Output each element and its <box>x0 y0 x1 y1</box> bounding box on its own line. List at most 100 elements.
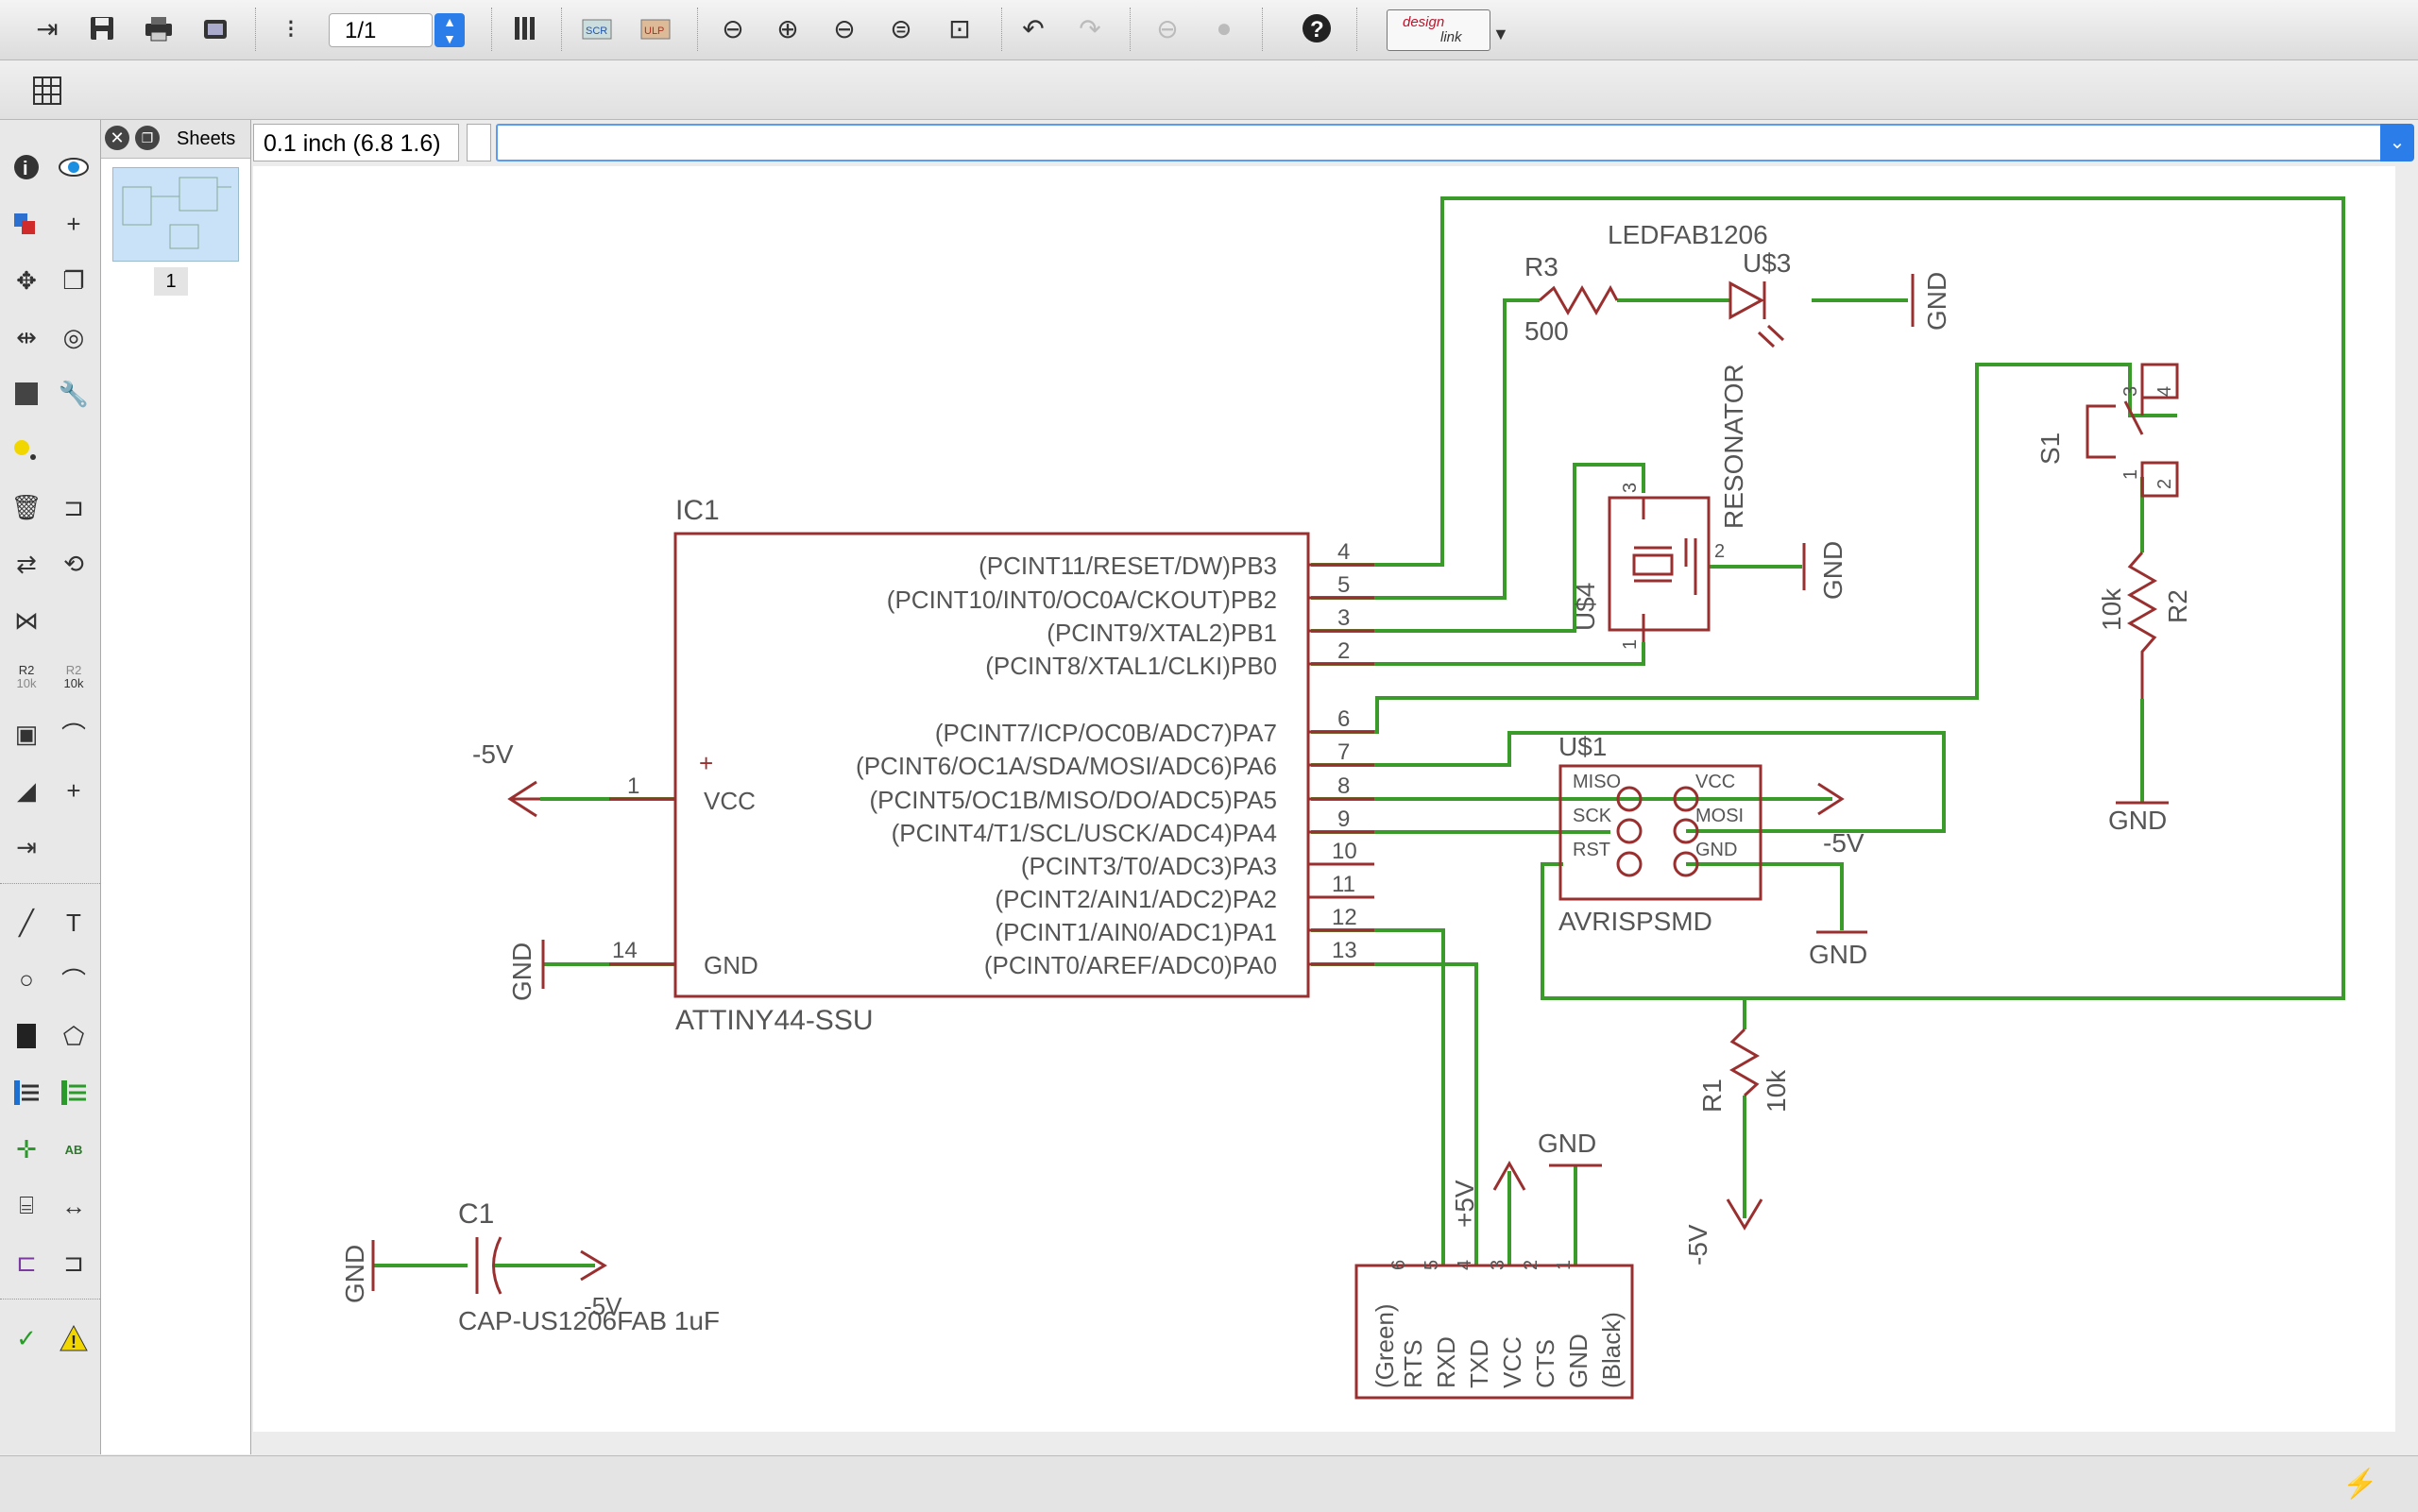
ftdi-pin5: 5 <box>1422 1260 1442 1270</box>
rotate-icon[interactable]: ◎ <box>62 322 85 351</box>
sheet-stepper[interactable]: ▲▼ <box>434 13 465 47</box>
miter-icon[interactable]: ⌒ <box>60 721 86 750</box>
avr-gnd-label: GND <box>1809 940 1867 969</box>
mark-icon[interactable]: + <box>66 209 81 238</box>
attribute-icon[interactable]: ⌸ <box>19 1191 34 1219</box>
design-link-text-2: link <box>1440 29 1462 45</box>
net-pa1-ftdi <box>1311 928 1445 1266</box>
save-icon[interactable] <box>83 9 121 47</box>
script-icon[interactable]: SCR <box>580 9 618 47</box>
move-icon[interactable]: ✥ <box>16 265 37 295</box>
net-icon[interactable] <box>55 1074 93 1112</box>
ic1-pin-labels: (PCINT11/RESET/DW)PB3 (PCINT10/INT0/OC0A… <box>856 552 1277 979</box>
label-icon[interactable]: AB <box>64 1142 83 1157</box>
pin-num-14: 14 <box>612 938 638 963</box>
float-icon[interactable]: ❐ <box>135 126 160 150</box>
sheet-number: 1 <box>154 267 188 296</box>
grid-coordinate-readout: 0.1 inch (6.8 1.6) <box>253 124 459 161</box>
info-icon[interactable]: i <box>8 148 45 186</box>
ic1-pin-numbers: 4 5 3 2 6 7 8 9 10 11 12 13 1 14 <box>612 539 1357 963</box>
display-icon[interactable] <box>8 205 45 243</box>
scr-text: SCR <box>586 25 607 37</box>
optimize-icon[interactable]: ⇥ <box>16 832 37 861</box>
net-pa7-s1 <box>1311 363 2177 734</box>
ic1-pin-stubs <box>609 563 1374 966</box>
paste-icon[interactable] <box>8 432 45 469</box>
value-tool-value: 10k <box>63 676 84 690</box>
gateswap-icon[interactable]: ⋈ <box>14 605 39 635</box>
line-icon[interactable]: ╱ <box>19 908 34 937</box>
change-icon[interactable]: 🔧 <box>58 379 90 408</box>
pin-num-6: 6 <box>1337 706 1350 732</box>
bom-icon[interactable] <box>506 9 544 47</box>
resonator-name: U$4 <box>1571 583 1600 631</box>
zoom-redraw-icon[interactable]: ⊜ <box>890 13 912 43</box>
net-pa6-mosi <box>1311 731 1946 833</box>
res-pin1: 1 <box>1620 639 1641 650</box>
show-icon[interactable] <box>55 148 93 186</box>
avr-pin-mosi: MOSI <box>1695 806 1744 826</box>
command-history-dropdown[interactable]: ⌄ <box>2380 124 2414 161</box>
grid-icon[interactable] <box>28 72 66 110</box>
schematic-canvas[interactable]: IC1 ATTINY44-SSU (PCINT11/RESET/DW)PB3 (… <box>253 166 2395 1432</box>
split-icon[interactable]: ◢ <box>17 775 36 805</box>
cam-processor-icon[interactable] <box>196 9 234 47</box>
sheet-selector[interactable]: 1/1 <box>329 13 433 47</box>
arc-icon[interactable]: ⌒ <box>60 966 86 995</box>
errors-icon[interactable]: ! <box>55 1319 93 1357</box>
resonator-body <box>1608 496 1711 632</box>
zoom-in-icon[interactable]: ⊕ <box>776 13 799 43</box>
avr-value: AVRISPSMD <box>1558 907 1712 936</box>
pinswap-icon[interactable]: ⇄ <box>16 549 37 578</box>
pin-num-12: 12 <box>1332 905 1357 930</box>
c1-gnd-label: GND <box>340 1245 369 1303</box>
led-triangle <box>1728 280 1765 320</box>
open-file-icon[interactable]: ⇥ <box>36 13 59 43</box>
zoom-out-icon[interactable]: ⊖ <box>833 13 856 43</box>
layer-icon[interactable]: ⁝ <box>286 13 296 43</box>
ftdi-gnd-label: GND <box>1538 1129 1596 1158</box>
net-pb1-res3 <box>1311 463 1645 633</box>
undo-icon[interactable]: ↶ <box>1022 13 1045 43</box>
s1-pin1: 1 <box>2120 469 2141 480</box>
circle-icon[interactable]: ○ <box>19 964 34 994</box>
frame-icon[interactable]: ⊏ <box>16 1248 37 1277</box>
labels: IC1 ATTINY44-SSU (PCINT11/RESET/DW)PB3 (… <box>340 220 2192 1388</box>
r3-value: 500 <box>1524 316 1569 346</box>
replace-icon[interactable]: ⟲ <box>63 549 84 578</box>
close-icon[interactable]: ✕ <box>105 126 129 150</box>
smash-icon[interactable]: ▣ <box>14 719 39 748</box>
r2-gnd-label: GND <box>2108 806 2167 835</box>
res-pin3: 3 <box>1620 483 1641 493</box>
net-pb2-r3 <box>1311 298 1540 600</box>
delete-icon[interactable]: 🗑 <box>10 492 43 521</box>
design-link-dropdown-icon[interactable]: ▼ <box>1492 25 1509 43</box>
text-icon[interactable]: T <box>66 908 81 937</box>
command-input[interactable] <box>496 124 2385 161</box>
help-icon[interactable]: ? <box>1298 9 1336 47</box>
avr-name: U$1 <box>1558 732 1607 761</box>
ftdi-label-txd: TXD <box>1465 1339 1493 1388</box>
polygon-icon[interactable]: ⬠ <box>62 1021 85 1050</box>
ulp-icon[interactable]: ULP <box>639 9 676 47</box>
zoom-fit-icon[interactable]: ⊖ <box>722 13 744 43</box>
zoom-select-icon[interactable]: ⊡ <box>948 13 971 43</box>
erc-icon[interactable]: ✓ <box>16 1323 37 1352</box>
main-toolbar: ⇥ ⁝ 1/1 ▲▼ SCR ULP ⊖ ⊕ ⊖ ⊜ ⊡ ↶ ↷ ⊖ ● ? d… <box>0 0 2418 60</box>
dimension-icon[interactable]: ↔ <box>61 1191 86 1220</box>
print-icon[interactable] <box>140 9 178 47</box>
ic1-plus: + <box>699 749 713 777</box>
copy-icon[interactable]: ❐ <box>62 265 85 295</box>
bus-icon[interactable] <box>8 1074 45 1112</box>
mirror-icon[interactable]: ⇹ <box>16 322 37 351</box>
module-icon[interactable]: ⊐ <box>63 1248 84 1277</box>
add-icon[interactable]: ⊐ <box>63 492 84 521</box>
rect-icon[interactable] <box>8 1017 45 1055</box>
sheet-thumbnail[interactable] <box>112 167 239 262</box>
design-link-button[interactable]: design link <box>1387 9 1490 51</box>
group-icon[interactable] <box>8 375 45 413</box>
junction-icon[interactable]: ✛ <box>16 1134 37 1164</box>
invoke-icon[interactable]: + <box>66 775 81 805</box>
